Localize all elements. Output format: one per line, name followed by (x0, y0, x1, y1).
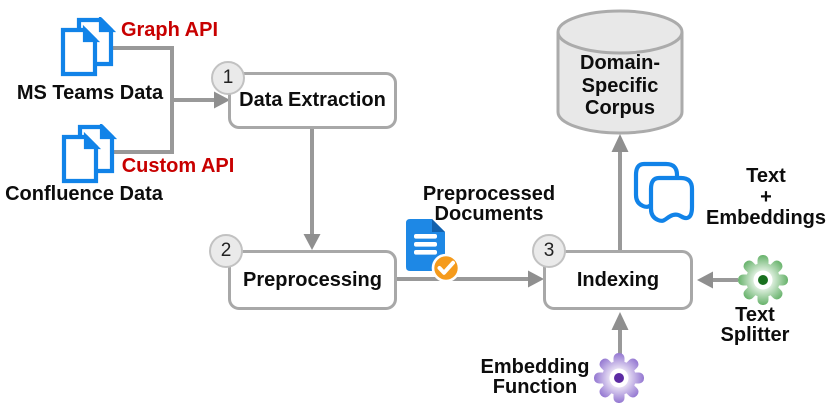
step-badge-2: 2 (209, 234, 243, 268)
preprocessed-documents-label: Preprocessed Documents (407, 184, 571, 224)
preprocessed-documents-line2: Documents (434, 203, 544, 225)
arrowhead-into-preprocessing (303, 234, 321, 250)
graph-api-label: Graph API (120, 19, 219, 41)
corpus-line3: Corpus (585, 97, 655, 119)
arrowhead-into-indexing-bottom (611, 312, 629, 330)
step-badge-1-number: 1 (222, 67, 234, 88)
embedding-function-gear-icon (594, 353, 644, 403)
step-badge-1: 1 (211, 61, 245, 95)
check-badge-icon (431, 253, 461, 283)
msteams-data-label: MS Teams Data (16, 82, 164, 104)
confluence-data-label: Confluence Data (5, 183, 163, 205)
node-indexing: Indexing (543, 250, 693, 310)
msteams-documents-icon (60, 17, 116, 77)
embedding-function-line2: Function (492, 376, 578, 398)
text-splitter-gear-icon (738, 255, 788, 305)
document-check-icon (406, 219, 461, 283)
text-embeddings-label: Text + Embeddings (704, 166, 828, 229)
embedding-function-label: Embedding Function (453, 357, 617, 397)
node-data-extraction-label: Data Extraction (239, 89, 386, 111)
node-preprocessing-label: Preprocessing (243, 268, 382, 291)
pages-wave-icon (633, 161, 695, 223)
text-splitter-line1: Text (735, 304, 775, 326)
text-embeddings-line1: Text (746, 165, 786, 187)
text-embeddings-line3: Embeddings (705, 207, 826, 229)
corpus-line1: Domain- (580, 52, 660, 74)
arrowhead-into-indexing-right (697, 271, 713, 289)
corpus-line2: Specific (581, 74, 659, 97)
confluence-documents-icon (61, 124, 117, 184)
database-cylinder-icon (556, 9, 684, 135)
custom-api-label: Custom API (121, 155, 235, 177)
arrowhead-into-extraction (214, 91, 230, 109)
preprocessed-documents-line1: Preprocessed (422, 183, 556, 205)
embedding-function-line1: Embedding (480, 356, 590, 378)
corpus-label: Domain- Specific Corpus (558, 52, 682, 120)
step-badge-3-number: 3 (543, 240, 555, 261)
node-preprocessing: Preprocessing (228, 250, 397, 310)
arrowhead-into-indexing-left (528, 270, 544, 288)
step-badge-3: 3 (532, 234, 566, 268)
text-splitter-label: Text Splitter (695, 305, 815, 345)
text-embeddings-line2: + (760, 186, 772, 208)
text-splitter-line2: Splitter (720, 324, 790, 346)
node-data-extraction: Data Extraction (228, 72, 397, 129)
arrowhead-into-corpus (611, 134, 629, 152)
node-indexing-label: Indexing (576, 268, 660, 291)
step-badge-2-number: 2 (220, 240, 232, 261)
